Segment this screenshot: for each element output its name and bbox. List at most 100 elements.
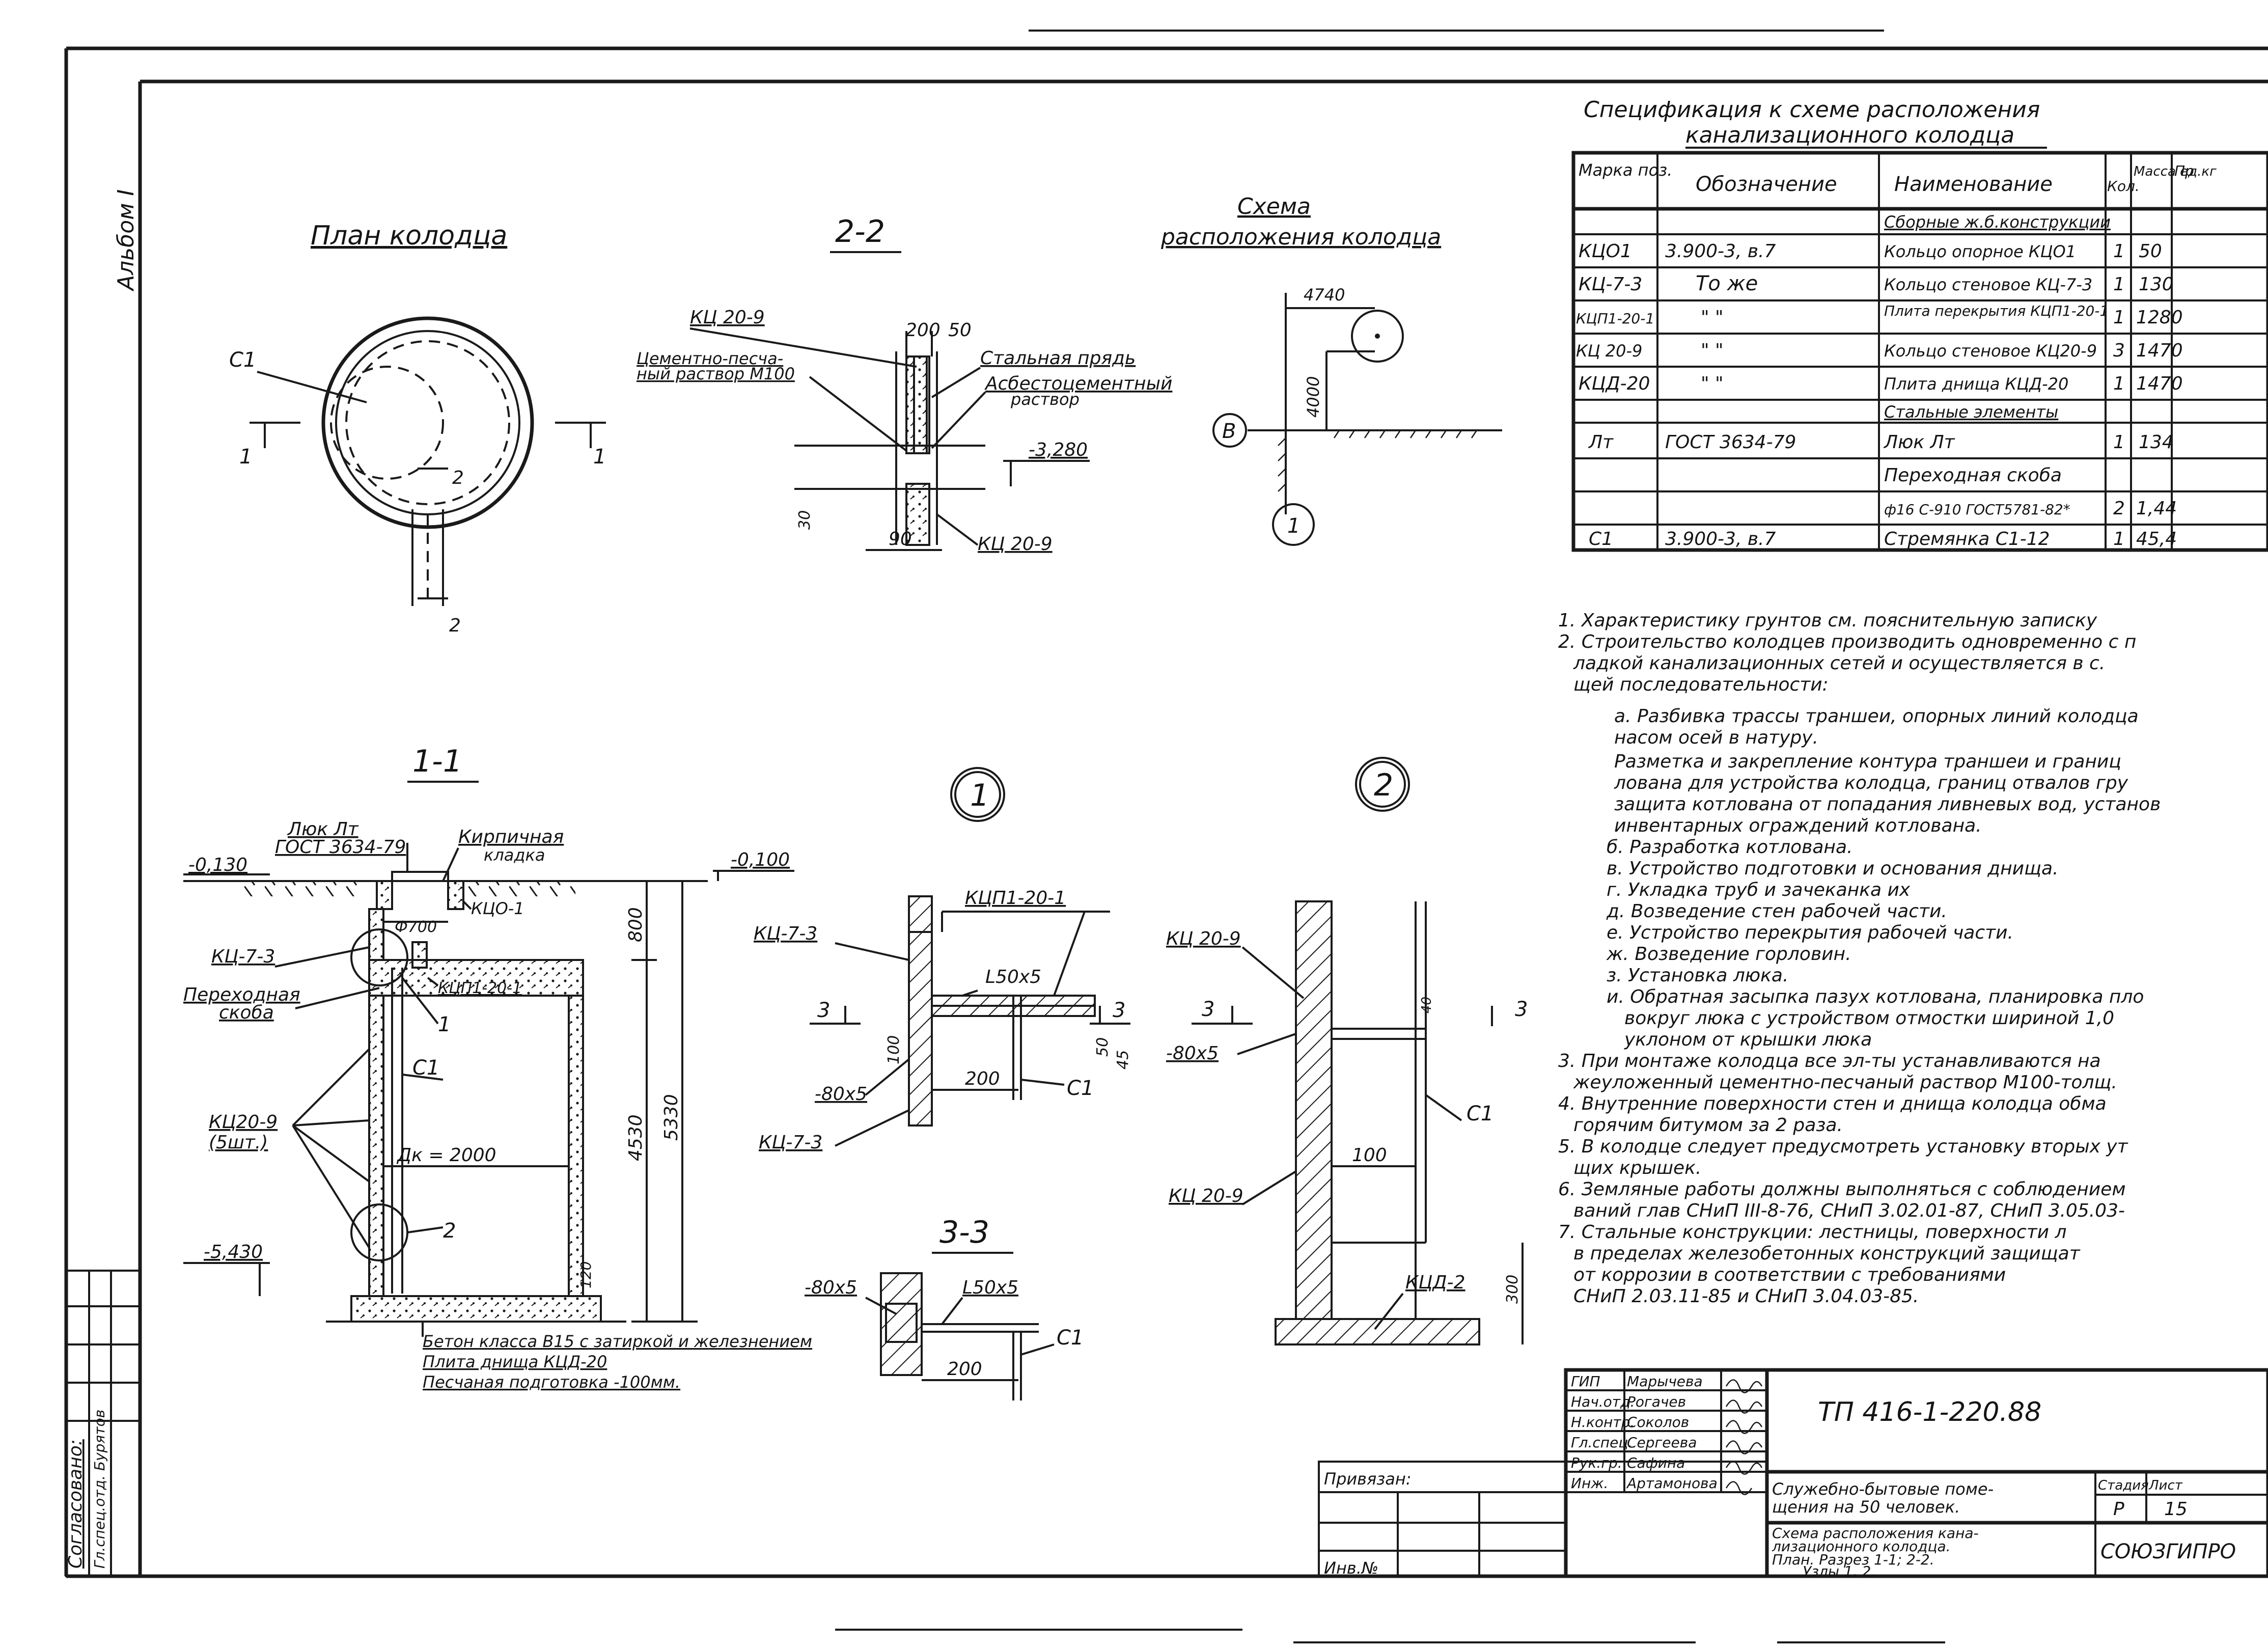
spec-header-note: Пр <box>2174 162 2194 179</box>
organization: СОЮЗГИПРО <box>2100 1540 2236 1563</box>
dim-4530: 4530 <box>625 1114 646 1161</box>
note-line: 5. В колодце следует предусмотреть устан… <box>1558 1136 2128 1157</box>
spec-header-code: Обозначение <box>1696 173 1837 196</box>
brick-label-2: кладка <box>484 845 545 865</box>
spec-header-mass: Масса ед.кг <box>2134 164 2217 179</box>
spec-row-6-name: Стальные элементы <box>1884 402 2058 422</box>
note-line: 7. Стальные конструкции: лестницы, повер… <box>1558 1222 2067 1243</box>
signature <box>1725 1461 1763 1475</box>
agreement-stamp <box>65 1270 141 1577</box>
hatch-label-2: ГОСТ 3634-79 <box>275 837 406 858</box>
well-plan: План колодца С1 1 1 2 2 <box>229 221 606 636</box>
plan-title: План колодца <box>311 221 507 251</box>
spec-row-5-qty: 1 <box>2113 373 2125 394</box>
node2-dim-300: 300 <box>1504 1275 1522 1304</box>
note-line: 1. Характеристику грунтов см. пояснитель… <box>1558 610 2097 631</box>
note-bottom-slab: Плита днища КЦД-20 <box>423 1352 607 1371</box>
cement-mortar-label-1: Цементно-песча- <box>637 349 783 368</box>
dim-4740: 4740 <box>1304 285 1345 305</box>
node1-strip-label: -80x5 <box>815 1084 867 1105</box>
axis-1-bubble <box>1272 503 1315 546</box>
kc7-3-bottom-label: КЦ-7-3 <box>759 1132 822 1153</box>
stamp-name: Марычева <box>1627 1373 1703 1390</box>
note-line: уклоном от крышки люка <box>1624 1029 1872 1050</box>
spec-row-3-name: Плита перекрытия КЦП1-20-1 <box>1884 303 2109 319</box>
node-1-callout: 1 <box>438 1013 451 1036</box>
kc7-3-top-label: КЦ-7-3 <box>754 923 817 944</box>
note-line: Разметка и закрепление контура траншеи и… <box>1614 751 2121 772</box>
wall-right <box>568 995 584 1297</box>
note-line: лована для устройства колодца, границ от… <box>1614 773 2128 793</box>
wall-ring <box>913 355 928 454</box>
sheet-frame <box>64 30 2268 1643</box>
spec-row-1-mass: 50 <box>2139 241 2162 262</box>
doc-code: ТП 416-1-220.88 <box>1818 1397 2041 1427</box>
section33-angle-label: L50x5 <box>962 1277 1018 1298</box>
spec-row: Стальные элементы <box>1884 402 2058 422</box>
cement-mortar-label-2: ный раствор М100 <box>637 364 795 383</box>
general-notes: 1. Характеристику грунтов см. пояснитель… <box>1558 610 2161 1307</box>
axis-b-bubble <box>1212 413 1247 448</box>
kc20-9-top-label-n2: КЦ 20-9 <box>1166 928 1241 949</box>
spec-row: Лт ГОСТ 3634-79 Люк Лт 1 134 <box>1588 432 2174 453</box>
node2-wall <box>1295 900 1333 1320</box>
stamp-role: Н.контр. <box>1571 1414 1635 1431</box>
note-line: от коррозии в соответствии с требованиям… <box>1573 1265 2006 1285</box>
node1-dim-100: 100 <box>885 1035 903 1064</box>
plan-mark-2-bottom: 2 <box>449 615 461 636</box>
ladder-label-2: скоба <box>219 1002 274 1023</box>
spec-row: С1 3.900-3, в.7 Стремянка С1-12 1 45,4 <box>1589 529 2177 550</box>
kc20-9-bottom-label-n2: КЦ 20-9 <box>1169 1186 1243 1206</box>
dim-50: 50 <box>948 320 972 341</box>
note-concrete: Бетон класса В15 с затиркой и железнение… <box>423 1332 812 1351</box>
spec-row-3-mark: КЦП1-20-1 <box>1576 310 1654 327</box>
spec-row-5-mass: 1470 <box>2136 373 2183 394</box>
dim-90: 90 <box>889 529 912 550</box>
scheme-title-1: Схема <box>1237 194 1311 219</box>
spec-row-7-code: ГОСТ 3634-79 <box>1665 432 1796 453</box>
spec-row-4-mass: 1470 <box>2136 340 2183 361</box>
node-1-title: 1 <box>970 778 989 813</box>
hatch-label-1: Люк Лт <box>287 819 359 840</box>
spec-row-10-mark: С1 <box>1589 529 1613 550</box>
spec-header-name: Наименование <box>1894 173 2053 196</box>
note-line: 3. При монтаже колодца все эл-ты устанав… <box>1558 1051 2101 1072</box>
node1-dim-200: 200 <box>965 1068 1000 1089</box>
kc7-3-label: КЦ-7-3 <box>211 946 275 967</box>
spec-row-5-code: " " <box>1701 373 1724 394</box>
axis-1-label: 1 <box>1287 514 1300 538</box>
plan-mark-1-left: 1 <box>239 445 252 469</box>
signature <box>1725 1420 1763 1434</box>
spec-row-10-name: Стремянка С1-12 <box>1884 529 2050 550</box>
location-scheme: Схема расположения колодца 4740 4000 В 1 <box>1160 194 1502 546</box>
signature <box>1725 1481 1753 1495</box>
node-2-callout: 2 <box>443 1219 456 1243</box>
spec-row-10-qty: 1 <box>2113 529 2125 550</box>
level-right-top: -0,100 <box>731 849 790 870</box>
note-line: з. Установка люка. <box>1607 965 1788 986</box>
note-line: б. Разработка котлована. <box>1607 837 1852 858</box>
wall-left <box>368 995 384 1297</box>
spec-row-3-qty: 1 <box>2113 307 2125 328</box>
section-2-2: 2-2 200 50 КЦ 20-9 Цементно-песча- ный р… <box>637 214 1172 555</box>
spec-row-4-name: Кольцо стеновое КЦ20-9 <box>1884 341 2097 361</box>
stamp-name: Сафина <box>1627 1454 1685 1471</box>
spec-header-qty: Кол. <box>2107 178 2140 195</box>
asbestos-label-2: раствор <box>1010 390 1080 409</box>
spec-row-5-name: Плита днища КЦД-20 <box>1884 374 2068 394</box>
spec-row-9-name: ф16 С-910 ГОСТ5781-82* <box>1884 501 2070 518</box>
well-position-circle <box>1351 310 1404 363</box>
note-line: щей последовательности: <box>1573 674 1829 695</box>
note-line: а. Разбивка трассы траншеи, опорных лини… <box>1614 706 2139 727</box>
bottom-slab <box>350 1295 602 1323</box>
note-line: ваний глав СНиП III-8-76, СНиП 3.02.01-8… <box>1573 1200 2125 1221</box>
note-line: в пределах железобетонных конструкций за… <box>1573 1243 2081 1264</box>
level-left-top: -0,130 <box>188 855 247 875</box>
note-line: 4. Внутренние поверхности стен и днища к… <box>1558 1093 2107 1114</box>
note-line: инвентарных ограждений котлована. <box>1614 815 1982 836</box>
spec-row-9-mass: 1,44 <box>2136 498 2177 519</box>
note-line: горячим битумом за 2 раза. <box>1573 1115 1843 1136</box>
section-3-3-title: 3-3 <box>939 1215 989 1250</box>
sheet-name-3: План. Разрез 1-1; 2-2. <box>1772 1551 1934 1568</box>
